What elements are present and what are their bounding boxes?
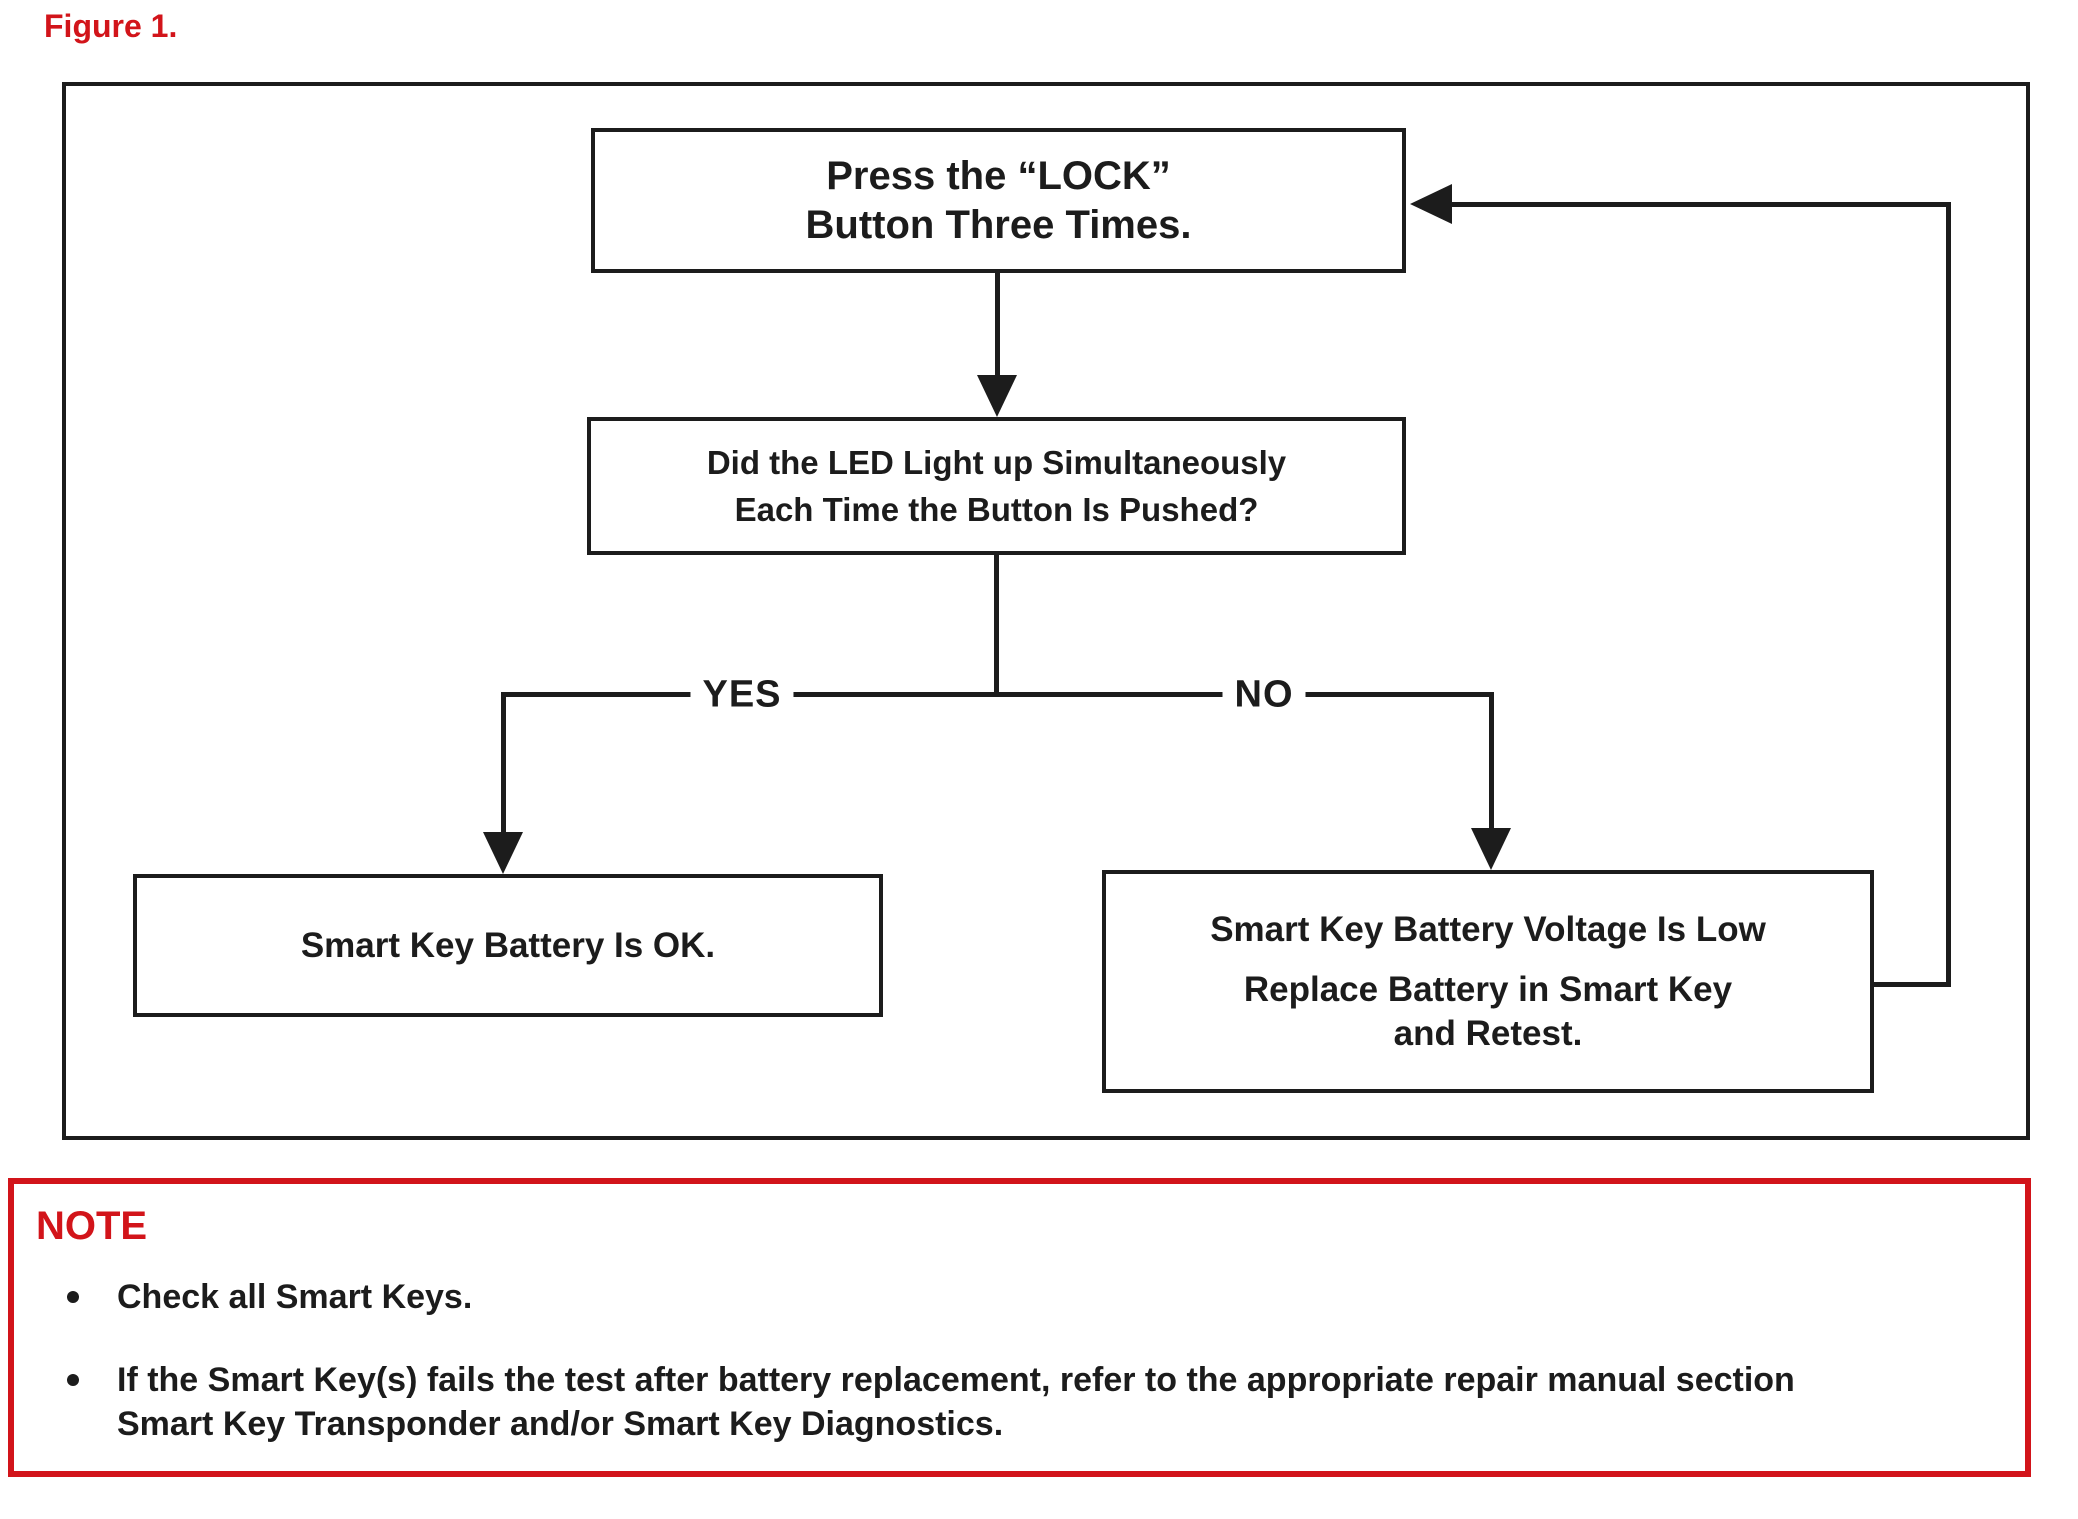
note-panel [8,1178,2031,1477]
led-question-line2: Each Time the Button Is Pushed? [734,491,1259,528]
connector-top-to-question [995,271,1000,377]
connector-loop-top [1450,202,1951,207]
flow-decision-led-question: Did the LED Light up Simultaneously Each… [587,417,1406,555]
flow-result-battery-ok: Smart Key Battery Is OK. [133,874,883,1017]
flow-step-press-lock: Press the “LOCK” Button Three Times. [591,128,1406,273]
connector-loop-vertical [1946,202,1951,987]
branch-label-yes: YES [690,673,794,717]
battery-ok-line1: Smart Key Battery Is OK. [300,925,716,965]
figure-label: Figure 1. [44,8,178,44]
branch-label-no: NO [1222,673,1306,717]
connector-question-down [994,553,999,695]
note-bullet-text-2: If the Smart Key(s) fails the test after… [117,1361,1795,1443]
battery-low-line3: and Retest. [1393,1013,1583,1053]
connector-no-down [1489,692,1494,828]
battery-low-line2: Replace Battery in Smart Key [1243,969,1733,1009]
bullet-dot-icon [67,1291,79,1303]
note-bullet-item: Check all Smart Keys. [67,1275,472,1319]
bullet-dot-icon [67,1374,79,1386]
connector-yes-down [501,692,506,832]
battery-low-line1: Smart Key Battery Voltage Is Low [1210,909,1766,949]
connector-branch-horizontal [503,692,1491,697]
arrowhead-down-into-question-icon [977,375,1017,417]
note-heading: NOTE [36,1204,148,1248]
arrowhead-down-into-ok-icon [483,832,523,874]
note-bullet-text-1: Check all Smart Keys. [117,1278,473,1316]
press-lock-line1: Press the “LOCK” [826,153,1171,198]
led-question-line1: Did the LED Light up Simultaneously [706,444,1287,481]
arrowhead-left-into-top-icon [1410,184,1452,224]
note-bullet-item: If the Smart Key(s) fails the test after… [67,1358,1887,1446]
arrowhead-down-into-low-icon [1471,828,1511,870]
connector-loop-bottom [1874,982,1951,987]
flow-result-battery-low: Smart Key Battery Voltage Is Low Replace… [1102,870,1874,1093]
press-lock-line2: Button Three Times. [805,202,1192,247]
